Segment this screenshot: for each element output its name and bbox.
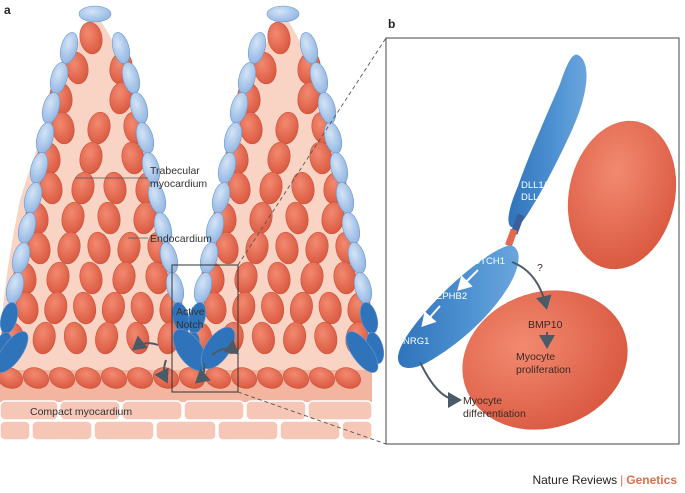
myocyte xyxy=(87,231,111,265)
myocyte xyxy=(285,201,309,235)
endocardial-cell xyxy=(0,331,29,373)
ephb2-label: EPHB2 xyxy=(436,291,467,302)
trabecular-label-1: Trabecular xyxy=(150,165,200,177)
active-notch-box xyxy=(171,264,239,393)
journal-credit: Nature Reviews|Genetics xyxy=(532,473,677,487)
proliferation-label-2: proliferation xyxy=(516,364,571,376)
notch-signal-arrows xyxy=(131,335,240,384)
bmp10-label: BMP10 xyxy=(528,319,563,331)
endocardial-cell xyxy=(345,331,379,373)
trabecular-label-2: myocardium xyxy=(150,178,207,190)
myocyte xyxy=(71,171,95,205)
myocyte xyxy=(44,291,68,325)
myocyte xyxy=(259,171,283,205)
credit-separator: | xyxy=(620,473,624,487)
myocyte xyxy=(75,367,101,389)
myocyte xyxy=(95,321,119,355)
notch-receptor xyxy=(505,228,518,247)
endocardial-cell xyxy=(78,5,112,23)
myocyte xyxy=(73,291,97,325)
myocyte xyxy=(335,367,361,389)
myocyte xyxy=(23,367,49,389)
myocyte xyxy=(283,321,307,355)
myocyte xyxy=(257,367,283,389)
panel-b-letter: b xyxy=(388,17,395,31)
myocyte xyxy=(318,291,342,325)
myocyte xyxy=(267,261,291,295)
active-notch-label-2: Notch xyxy=(176,319,204,331)
myocyte xyxy=(309,367,335,389)
endocardium-label: Endocardium xyxy=(150,233,212,245)
dll-label-2: DLL4? xyxy=(521,192,549,203)
myocyte xyxy=(49,367,75,389)
myocyte xyxy=(275,231,299,265)
myocyte xyxy=(63,321,87,355)
internal-signal-arrows xyxy=(421,269,479,327)
myocyte xyxy=(101,367,127,389)
myocyte xyxy=(251,321,275,355)
myocyte xyxy=(79,21,103,55)
zoom-connector-bottom xyxy=(237,391,387,445)
myocyte xyxy=(103,171,127,205)
dll-ligand xyxy=(510,213,525,235)
credit-section: Genetics xyxy=(626,473,677,487)
myocyte xyxy=(57,231,81,265)
myocyte xyxy=(283,367,309,389)
myocyte xyxy=(314,321,338,355)
unknown-link-question: ? xyxy=(537,262,543,274)
myocyte xyxy=(261,291,285,325)
myocyte-top-right xyxy=(567,120,677,270)
nrg1-label: NRG1 xyxy=(403,336,429,347)
myocyte xyxy=(127,367,153,389)
notch1-expressing-cell xyxy=(398,245,519,368)
active-notch-label-1: Active xyxy=(176,306,205,318)
myocyte xyxy=(291,171,315,205)
differentiation-label-2: differentiation xyxy=(463,408,526,420)
notch1-label: NOTCH1 xyxy=(466,256,505,267)
pathway-arrows xyxy=(419,261,555,408)
panel-a-letter: a xyxy=(4,3,11,17)
myocyte xyxy=(245,231,269,265)
dll-label-1: DLL1/ xyxy=(521,180,547,191)
compact-myocardium-label: Compact myocardium xyxy=(30,406,132,418)
myocyte xyxy=(300,261,324,295)
myocyte xyxy=(267,21,291,55)
zoom-connector-top xyxy=(237,37,387,266)
proliferation-label-1: Myocyte xyxy=(516,351,555,363)
endocardial-cell xyxy=(266,5,300,23)
myocyte xyxy=(0,367,23,389)
myocyte xyxy=(97,201,121,235)
endocardial-cells xyxy=(0,5,385,373)
myocyte xyxy=(32,321,56,355)
myocyte xyxy=(112,261,136,295)
myocyte-bottom xyxy=(462,290,628,430)
credit-journal: Nature Reviews xyxy=(532,473,618,487)
myocyte xyxy=(130,291,154,325)
differentiation-label-1: Myocyte xyxy=(463,395,502,407)
dll-expressing-cell xyxy=(508,54,587,228)
myocyte xyxy=(79,261,103,295)
